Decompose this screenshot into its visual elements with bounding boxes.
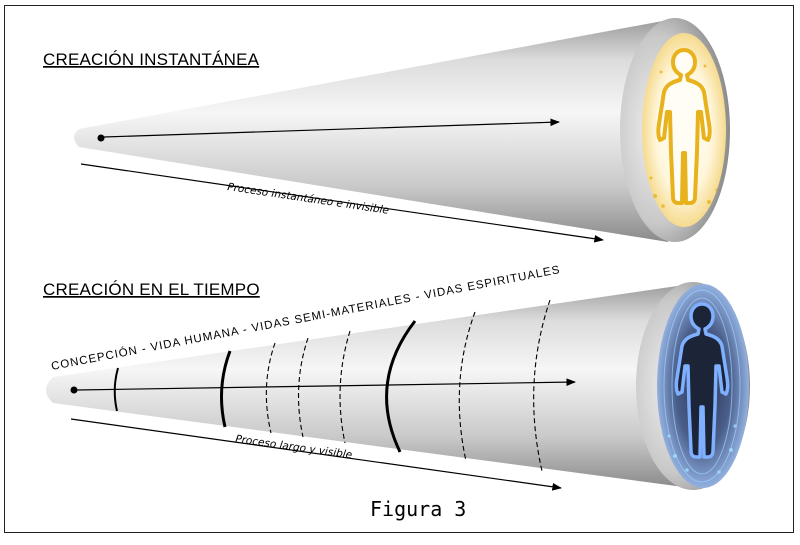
ring-spiritual-1: [458, 311, 476, 462]
figure-frame: CREACIÓN INSTANTÁNEA Proceso instantáneo…: [4, 5, 794, 533]
ring-semi-material-3: [339, 330, 351, 444]
title-creation-in-time: CREACIÓN EN EL TIEMPO: [43, 280, 260, 299]
cone-diagram: CREACIÓN INSTANTÁNEA Proceso instantáneo…: [43, 18, 750, 521]
instant-creation-cone: [74, 18, 730, 243]
spiritual-human-silhouette: [663, 289, 741, 483]
cone-body: [46, 284, 691, 488]
ring-spiritual-2: [533, 299, 551, 472]
origin-point: [97, 134, 105, 142]
golden-human-silhouette: [649, 48, 719, 214]
process-arrow: [70, 418, 562, 491]
origin-point: [70, 386, 78, 394]
title-instant-creation: CREACIÓN INSTANTÁNEA: [43, 50, 260, 69]
process-arrow: [80, 163, 604, 243]
axis-arrow: [76, 378, 576, 391]
creation-in-time-cone: [46, 282, 750, 491]
cone-body: [74, 20, 668, 242]
axis-arrow: [103, 118, 560, 138]
figure-label: Figura 3: [370, 497, 466, 521]
ring-human-life: [220, 350, 232, 428]
